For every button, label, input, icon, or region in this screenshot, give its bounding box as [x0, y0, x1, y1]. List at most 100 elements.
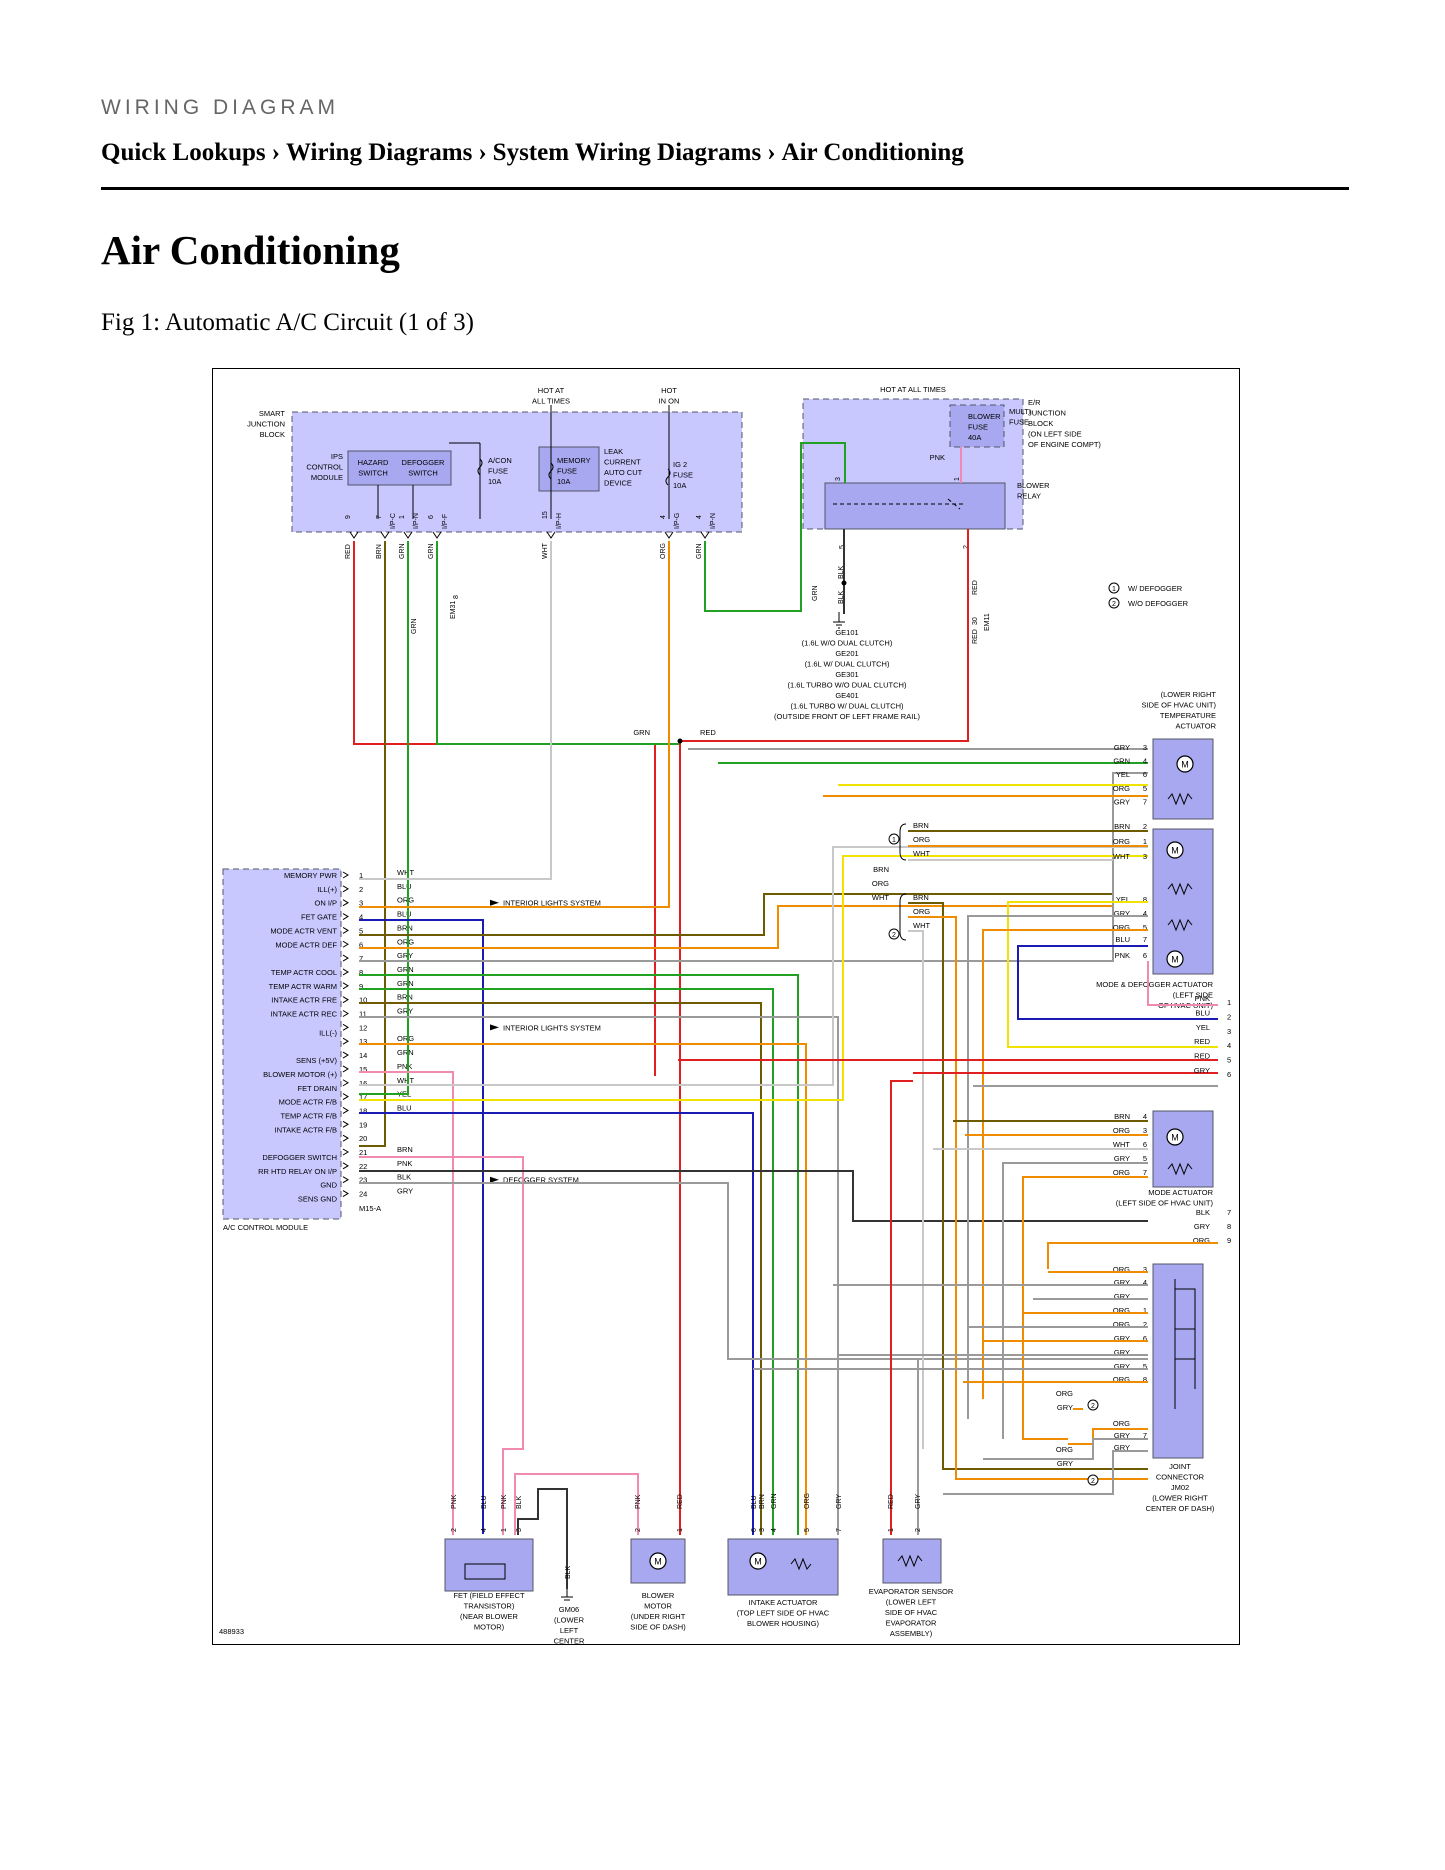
- mode-def-wire: PNK: [1115, 951, 1130, 960]
- connector-chevron: [546, 531, 556, 539]
- evaporator-pin: 2: [915, 1528, 922, 1532]
- module-wire-color: GRN: [397, 1048, 414, 1057]
- resistor-icon: [1167, 1162, 1193, 1176]
- mode-actuator-pin: 3: [1143, 1126, 1147, 1135]
- module-pin-number: 9: [359, 982, 363, 991]
- module-pin-label: ILL(+): [317, 885, 337, 894]
- wire-brn: [359, 1002, 762, 1535]
- module-pin-label: MODE ACTR VENT: [270, 926, 337, 935]
- er-junction-label: E/R: [1028, 398, 1041, 407]
- joint-pin: 1: [1143, 1306, 1147, 1315]
- connector-chevron: [342, 1051, 349, 1059]
- wire-grn: [436, 541, 680, 745]
- evaporator-sensor-label: EVAPORATOR SENSOR: [869, 1587, 954, 1596]
- module-pin-label: INTAKE ACTR F/B: [275, 1125, 337, 1134]
- intake-actuator-label: INTAKE ACTUATOR: [749, 1598, 818, 1607]
- connector-chevron: [342, 940, 349, 948]
- legend-label: W/ DEFOGGER: [1128, 584, 1183, 593]
- resistor-icon: [1167, 882, 1193, 932]
- evaporator-sensor-label: EVAPORATOR: [886, 1619, 937, 1628]
- module-pin-number: 20: [359, 1134, 367, 1143]
- breadcrumb-item-wiring-diagrams[interactable]: Wiring Diagrams: [286, 139, 473, 166]
- connector-chevron: [342, 1065, 349, 1073]
- er-wire-color: BLK: [838, 565, 845, 579]
- splice-dot: [677, 738, 683, 744]
- module-pin-number: 3: [359, 899, 363, 908]
- mode-def-mid-wire: ORG: [872, 879, 889, 888]
- connector-chevron: [342, 1120, 349, 1128]
- wire-org: [982, 929, 1148, 1399]
- header-divider: [101, 187, 1349, 190]
- mode-def-out-pin: 2: [1227, 1012, 1231, 1021]
- module-wire-color: GRY: [397, 951, 413, 960]
- section-kicker: WIRING DIAGRAM: [101, 96, 339, 119]
- er-wire-color: BLK: [838, 590, 845, 604]
- module-pin-number: 19: [359, 1120, 367, 1129]
- ground-ge-label: GE101: [835, 628, 858, 637]
- mode-def-pin: 8: [1143, 895, 1147, 904]
- em31-wire-color: GRN: [411, 618, 418, 634]
- sjb-pin-number: 4: [660, 515, 667, 519]
- mode-actuator-wire: ORG: [1113, 1126, 1130, 1135]
- er-hot-label: HOT AT ALL TIMES: [880, 385, 946, 394]
- module-pin-number: 7: [359, 954, 363, 963]
- smart-junction-label: SMART: [259, 409, 286, 418]
- blower-motor-label: SIDE OF DASH): [630, 1623, 686, 1632]
- leak-current-device-label: AUTO CUT: [604, 468, 643, 477]
- module-wire-color: ORG: [397, 896, 414, 905]
- mode-actuator-motor-icon: [1166, 1128, 1184, 1146]
- wire-brn: [908, 902, 1148, 1470]
- mode-defogger-actuator: [1152, 828, 1214, 975]
- motor-symbol: M: [1171, 1133, 1179, 1143]
- wire-blk: [517, 1488, 568, 1589]
- breadcrumb-separator: ›: [478, 139, 487, 166]
- breadcrumb-item-system-wiring[interactable]: System Wiring Diagrams: [492, 139, 762, 166]
- fet-wire: BLU: [481, 1495, 488, 1509]
- intake-actuator: [727, 1538, 839, 1596]
- intake-pin: 3: [759, 1528, 766, 1532]
- relay-coil: [833, 498, 963, 510]
- joint-connector-label: JM02: [1171, 1483, 1189, 1492]
- module-pin-label: RR HTD RELAY ON I/P: [258, 1167, 337, 1176]
- breadcrumb-item-quick-lookups[interactable]: Quick Lookups: [101, 139, 266, 166]
- relay-pin: 5: [839, 545, 846, 549]
- wire-pnk: [359, 1071, 454, 1535]
- module-pin-label: TEMP ACTR WARM: [269, 982, 337, 991]
- evaporator-sensor-label: ASSEMBLY): [890, 1629, 933, 1638]
- er-junction-label: (ON LEFT SIDE: [1028, 430, 1082, 439]
- module-pin-number: 21: [359, 1148, 367, 1157]
- arrow-icon: [490, 899, 499, 906]
- wire-pnk: [359, 1156, 524, 1535]
- module-pin-number: 15: [359, 1065, 367, 1074]
- page-title: Air Conditioning: [101, 227, 400, 273]
- ground-icon: [561, 1589, 573, 1601]
- multi-fuse-label: MULTI: [1009, 407, 1031, 416]
- connector-chevron: [342, 1107, 349, 1114]
- wire-org: [1022, 1176, 1148, 1440]
- blower-relay-label: BLOWER: [1017, 481, 1050, 490]
- breadcrumb-separator: ›: [767, 139, 776, 166]
- wire-grn: [359, 974, 799, 1535]
- blower-relay-label: RELAY: [1017, 492, 1041, 501]
- relay-pin: 3: [835, 477, 842, 481]
- wire-yel: [359, 855, 1148, 1101]
- option-number: 2: [1112, 601, 1116, 608]
- option-marker: [888, 928, 900, 940]
- temp-actuator-wire: GRY: [1114, 797, 1130, 806]
- wire-org: [359, 1043, 807, 1535]
- joint-connector-label: (LOWER RIGHT: [1152, 1494, 1208, 1503]
- temp-actuator-motor-icon: [1176, 755, 1194, 773]
- mode-actuator-out-pin: 8: [1227, 1222, 1231, 1231]
- temperature-actuator-label: (LOWER RIGHT: [1161, 690, 1217, 699]
- module-wire-color: GRY: [397, 1007, 413, 1016]
- breadcrumb-separator: ›: [271, 139, 280, 166]
- mode-def-actuator-label: (LEFT SIDE: [1173, 991, 1213, 1000]
- fuse-icon: [665, 468, 671, 486]
- module-wire-color: GRN: [397, 965, 414, 974]
- module-pin-number: 16: [359, 1079, 367, 1088]
- module-pin-label: INTAKE ACTR REC: [270, 1010, 337, 1019]
- mode-def-pin: 2: [1143, 822, 1147, 831]
- wire-org: [1068, 1428, 1148, 1445]
- mode-def-out-wire: PNK: [1195, 994, 1210, 1003]
- intake-actuator-label: BLOWER HOUSING): [747, 1619, 820, 1628]
